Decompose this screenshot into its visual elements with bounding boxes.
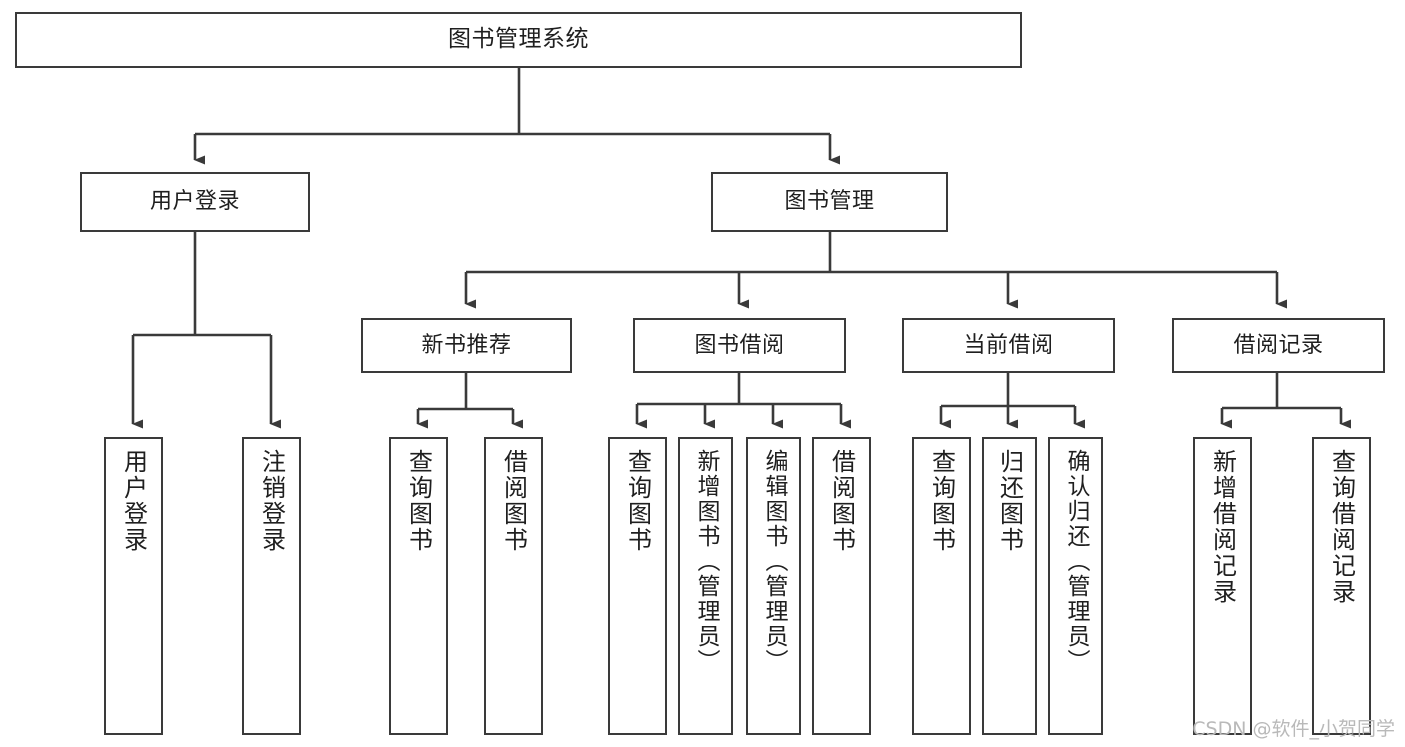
leaf-borrow-borrow-book[interactable]: 借阅图书 — [812, 437, 871, 735]
node-current-borrow-label: 当前借阅 — [963, 332, 1054, 358]
leaf-record-query-record[interactable]: 查询借阅记录 — [1312, 437, 1371, 735]
leaf-label: 借阅图书 — [827, 449, 856, 553]
leaf-label: 确认归还（管理员） — [1063, 449, 1089, 674]
leaf-label: 借阅图书 — [499, 449, 528, 553]
node-new-book-recommend[interactable]: 新书推荐 — [361, 318, 572, 373]
node-user-login[interactable]: 用户登录 — [80, 172, 310, 232]
leaf-recommend-borrow-book[interactable]: 借阅图书 — [484, 437, 543, 735]
node-root-label: 图书管理系统 — [448, 26, 589, 53]
node-new-book-recommend-label: 新书推荐 — [421, 332, 512, 358]
leaf-current-query-book[interactable]: 查询图书 — [912, 437, 971, 735]
node-book-management[interactable]: 图书管理 — [711, 172, 948, 232]
leaf-label: 用户登录 — [119, 449, 148, 553]
node-book-borrow-label: 图书借阅 — [694, 332, 785, 358]
leaf-label: 新增借阅记录 — [1208, 449, 1237, 605]
leaf-label: 查询图书 — [404, 449, 433, 553]
leaf-label: 查询借阅记录 — [1327, 449, 1356, 605]
leaf-current-confirm-return-admin[interactable]: 确认归还（管理员） — [1048, 437, 1103, 735]
node-borrow-record[interactable]: 借阅记录 — [1172, 318, 1385, 373]
leaf-label: 注销登录 — [257, 449, 286, 553]
leaf-label: 归还图书 — [995, 449, 1024, 553]
leaf-label: 查询图书 — [927, 449, 956, 553]
leaf-borrow-add-book-admin[interactable]: 新增图书（管理员） — [678, 437, 733, 735]
node-borrow-record-label: 借阅记录 — [1233, 332, 1324, 358]
leaf-label: 编辑图书（管理员） — [761, 449, 787, 674]
leaf-user-login-login[interactable]: 用户登录 — [104, 437, 163, 735]
leaf-label: 查询图书 — [623, 449, 652, 553]
leaf-current-return-book[interactable]: 归还图书 — [982, 437, 1037, 735]
node-book-management-label: 图书管理 — [784, 189, 875, 215]
node-book-borrow[interactable]: 图书借阅 — [633, 318, 846, 373]
node-root[interactable]: 图书管理系统 — [15, 12, 1022, 68]
leaf-label: 新增图书（管理员） — [693, 449, 719, 674]
leaf-recommend-query-book[interactable]: 查询图书 — [389, 437, 448, 735]
leaf-user-login-logout[interactable]: 注销登录 — [242, 437, 301, 735]
leaf-record-add-record[interactable]: 新增借阅记录 — [1193, 437, 1252, 735]
leaf-borrow-edit-book-admin[interactable]: 编辑图书（管理员） — [746, 437, 801, 735]
node-user-login-label: 用户登录 — [149, 189, 240, 215]
leaf-borrow-query-book[interactable]: 查询图书 — [608, 437, 667, 735]
node-current-borrow[interactable]: 当前借阅 — [902, 318, 1115, 373]
